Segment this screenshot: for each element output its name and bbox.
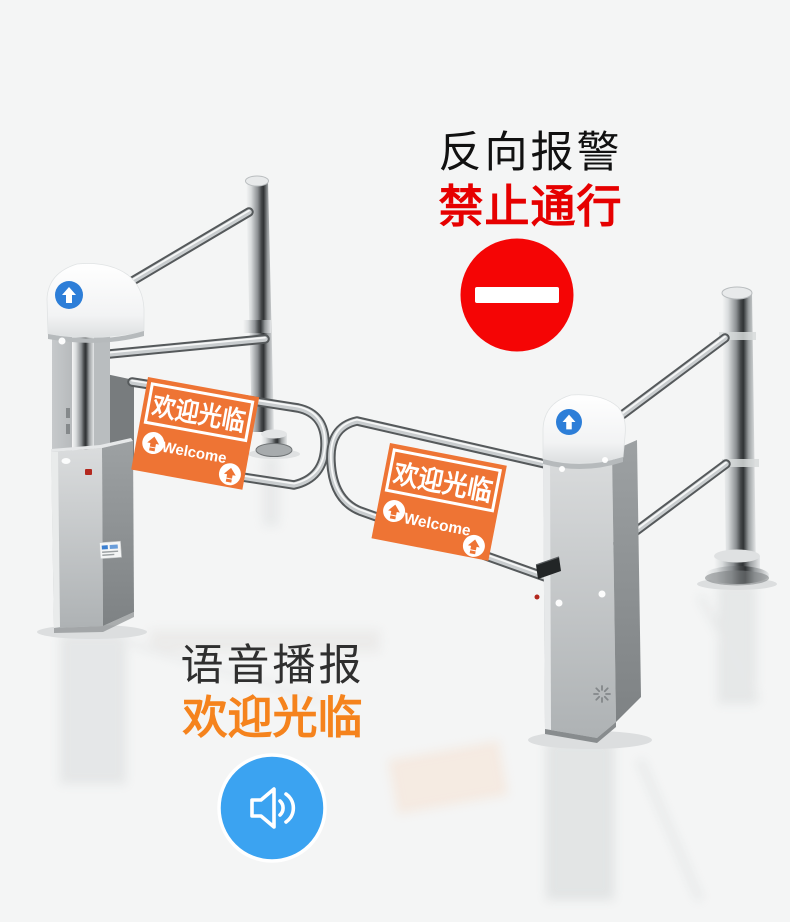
voice-annotation: 语音播报 欢迎光临 xyxy=(165,640,380,744)
fan-logo-icon xyxy=(593,685,611,703)
label-sticker xyxy=(99,540,122,559)
up-arrow-icon xyxy=(62,287,76,303)
pedestrian-up-arrow-icon xyxy=(142,432,165,455)
alarm-subtitle: 禁止通行 xyxy=(438,181,623,232)
left-gate-column xyxy=(46,263,145,633)
card-slot xyxy=(536,557,561,579)
voice-title: 语音播报 xyxy=(180,642,365,690)
right-column-cap xyxy=(542,394,626,464)
left-rail-top xyxy=(114,211,249,292)
speaker-icon xyxy=(217,753,327,863)
right-arm-sign: 欢迎光临 Welcome xyxy=(371,443,507,561)
right-gate-column xyxy=(534,394,641,743)
no-entry-icon xyxy=(460,238,574,352)
voice-subtitle: 欢迎光临 xyxy=(182,692,363,743)
indicator-light xyxy=(85,469,92,475)
pedestrian-up-arrow-icon xyxy=(383,500,406,523)
right-rail-top xyxy=(610,337,725,424)
pedestrian-up-arrow-icon xyxy=(218,463,241,486)
alarm-title: 反向报警 xyxy=(438,129,623,177)
left-fence-post xyxy=(243,175,293,457)
left-arm-sign: 欢迎光临 Welcome xyxy=(131,377,260,490)
floor-reflections xyxy=(60,456,761,902)
right-fence-post xyxy=(705,286,769,586)
up-arrow-icon xyxy=(562,414,576,430)
cap-badge-left xyxy=(55,281,83,309)
pedestrian-up-arrow-icon xyxy=(462,534,485,557)
cap-badge-right xyxy=(556,409,582,435)
alarm-annotation: 反向报警 禁止通行 xyxy=(418,127,643,233)
indicator-light xyxy=(534,594,540,600)
